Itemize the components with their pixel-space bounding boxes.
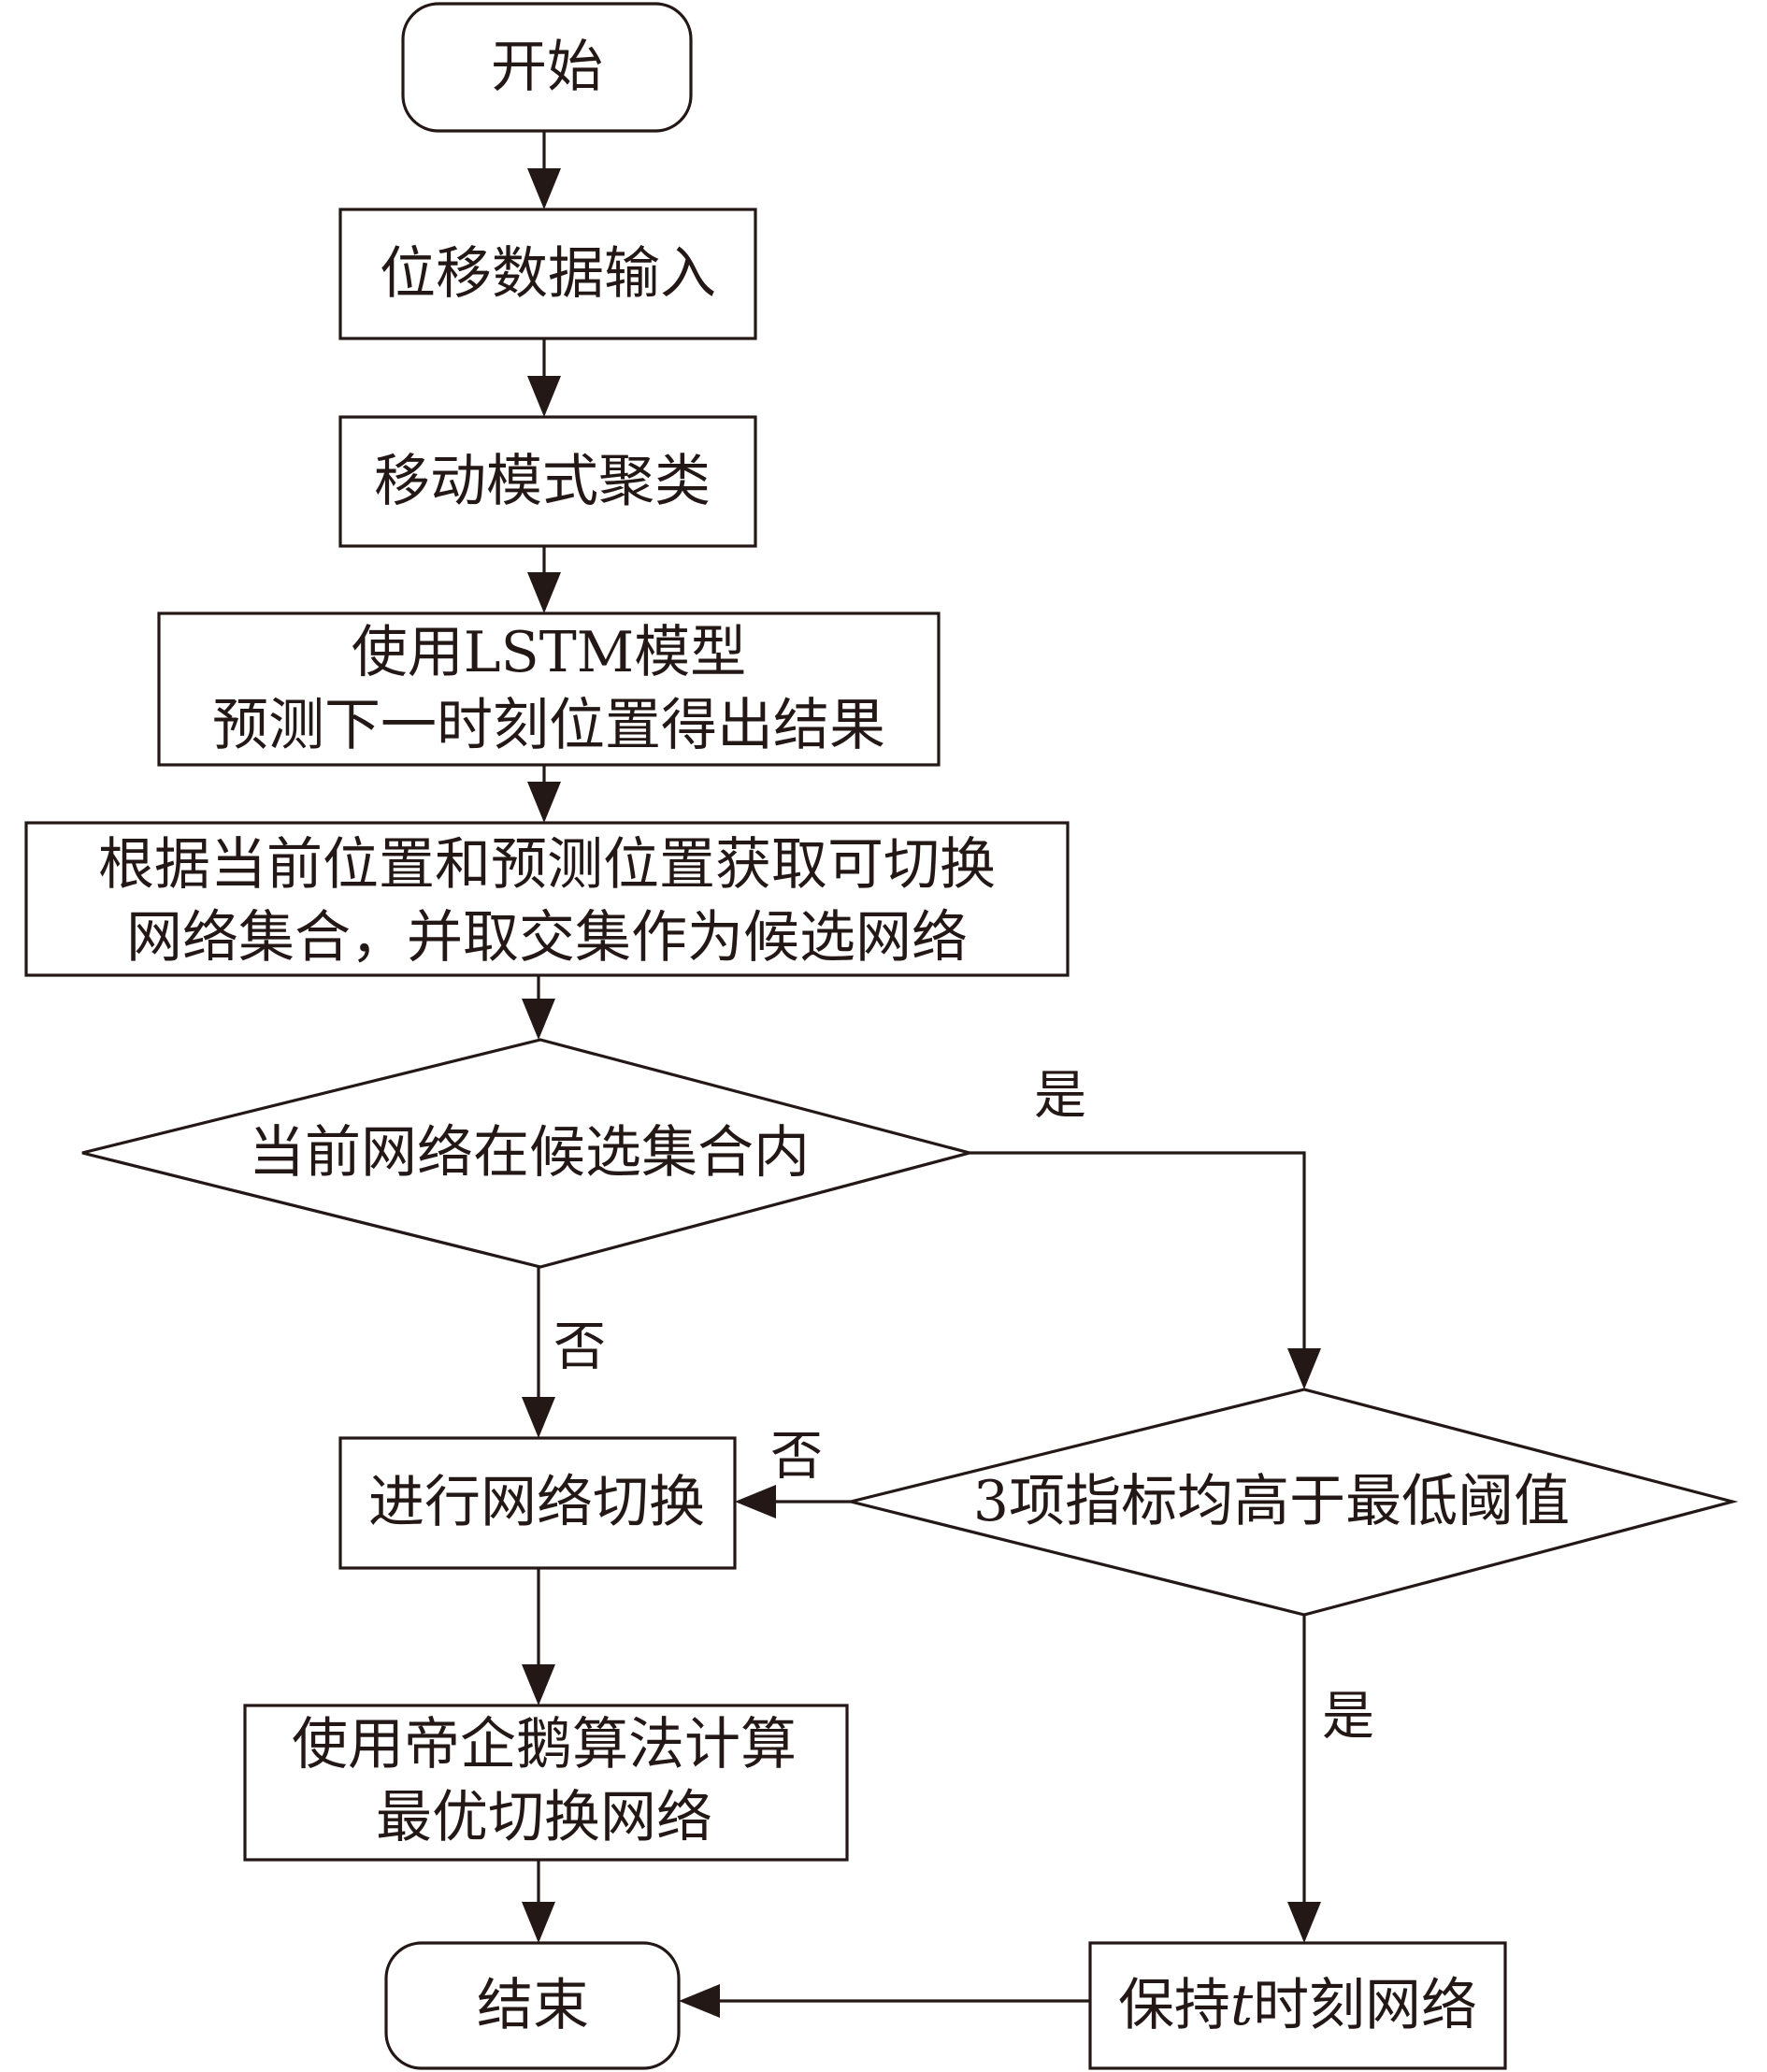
arrowhead-input-to-cluster <box>527 376 561 417</box>
candidate-node: 根据当前位置和预测位置获取可切换 网络集合，并取交集作为候选网络 <box>24 821 1070 977</box>
arrowhead-switch-to-optimize <box>522 1664 555 1705</box>
decision2-diamond <box>850 1388 1739 1617</box>
arrowhead-decision1-no-to-switch <box>522 1397 555 1438</box>
candidate-box <box>24 821 1070 977</box>
arrowhead-keep-to-end <box>679 1984 720 2018</box>
decision1-diamond <box>81 1038 976 1269</box>
keep-box <box>1088 1941 1507 2070</box>
predict-label-line1: 使用LSTM模型 <box>352 620 746 685</box>
keep-label: 保持t时刻网络 <box>1118 1973 1477 2038</box>
decision2-yes-label: 是 <box>1322 1687 1374 1748</box>
arrow-decision1-yes-to-decision2 <box>970 1151 1306 1348</box>
predict-node: 使用LSTM模型 预测下一时刻位置得出结果 <box>157 612 941 767</box>
arrowhead-start-to-input <box>527 168 561 209</box>
predict-box <box>157 612 941 767</box>
keep-label-prefix: 保持 <box>1118 1973 1230 2038</box>
end-node: 结束 <box>384 1941 681 2070</box>
input-node: 位移数据输入 <box>338 208 757 340</box>
decision1-yes-label: 是 <box>1034 1066 1086 1127</box>
arrowhead-candidate-to-decision1 <box>522 999 555 1040</box>
input-label: 位移数据输入 <box>380 241 716 307</box>
decision2-no-label: 否 <box>770 1427 823 1488</box>
switch-node: 进行网络切换 <box>338 1436 737 1570</box>
arrowhead-cluster-to-predict <box>527 572 561 613</box>
predict-label-line2: 预测下一时刻位置得出结果 <box>212 693 885 758</box>
optimize-label-line1: 使用帝企鹅算法计算 <box>292 1712 797 1777</box>
decision1-label: 当前网络在候选集合内 <box>249 1120 810 1186</box>
connectors <box>522 131 1321 2018</box>
switch-label: 进行网络切换 <box>368 1470 705 1535</box>
cluster-box <box>338 415 757 548</box>
start-node: 开始 <box>401 2 693 133</box>
start-terminator <box>401 2 693 133</box>
decision1-no-label: 否 <box>553 1317 606 1378</box>
end-terminator <box>384 1941 681 2070</box>
arrowhead-optimize-to-end <box>522 1902 555 1943</box>
cluster-label: 移动模式聚类 <box>374 449 711 514</box>
end-label: 结束 <box>477 1973 589 2038</box>
decision1-node: 当前网络在候选集合内 <box>81 1038 976 1269</box>
keep-label-suffix: 时刻网络 <box>1253 1973 1477 2038</box>
arrowhead-predict-to-candidate <box>527 782 561 823</box>
keep-node: 保持t时刻网络 <box>1088 1941 1507 2070</box>
cluster-node: 移动模式聚类 <box>338 415 757 548</box>
decision2-node: 3项指标均高于最低阈值 <box>850 1388 1739 1617</box>
keep-label-variable: t <box>1230 1973 1254 2038</box>
start-label: 开始 <box>491 35 603 100</box>
branch-labels: 是 否 否 是 <box>553 1066 1374 1748</box>
arrowhead-decision1-yes-to-decision2 <box>1287 1348 1321 1389</box>
decision2-label: 3项指标均高于最低阈值 <box>973 1469 1570 1534</box>
arrowhead-decision2-yes-to-keep <box>1287 1902 1321 1943</box>
candidate-label-line1: 根据当前位置和预测位置获取可切换 <box>98 832 996 898</box>
optimize-node: 使用帝企鹅算法计算 最优切换网络 <box>243 1704 849 1862</box>
candidate-label-line2: 网络集合，并取交集作为候选网络 <box>126 905 968 971</box>
optimize-box <box>243 1704 849 1862</box>
switch-box <box>338 1436 737 1570</box>
optimize-label-line2: 最优切换网络 <box>376 1785 712 1850</box>
arrowhead-decision2-no-to-switch <box>735 1485 776 1518</box>
input-box <box>338 208 757 340</box>
